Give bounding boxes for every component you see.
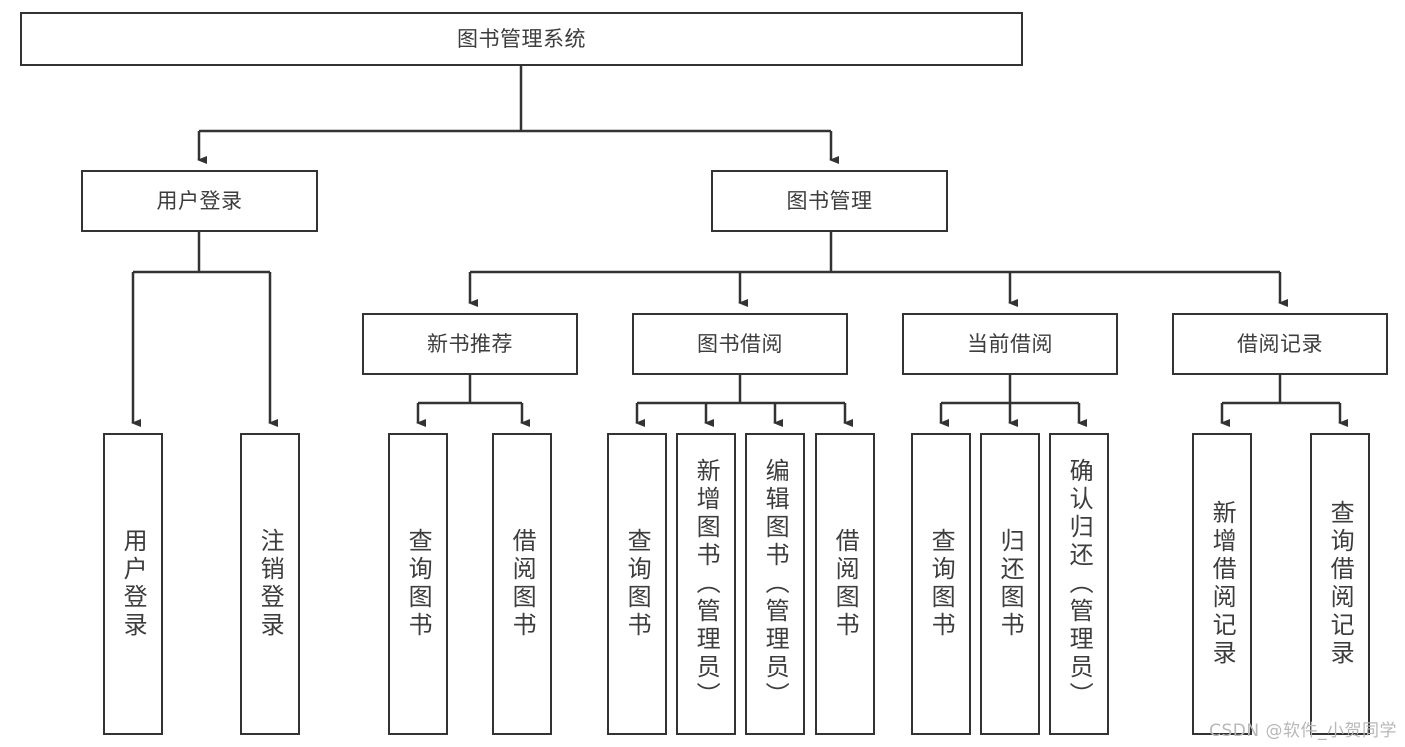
node-leaf-borrow-book-1[interactable]: 借阅图书 <box>492 433 552 735</box>
node-leaf-query-book-1-label: 查询图书 <box>404 528 433 640</box>
node-book-borrow-label: 图书借阅 <box>697 331 783 356</box>
node-leaf-add-book[interactable]: 新增图书（管理员） <box>676 433 736 735</box>
node-leaf-confirm-return-label: 确认归还（管理员） <box>1065 458 1094 710</box>
node-book-borrow[interactable]: 图书借阅 <box>632 313 848 375</box>
node-leaf-logout-login[interactable]: 注销登录 <box>240 433 300 735</box>
node-borrow-record-label: 借阅记录 <box>1237 331 1323 356</box>
node-current-borrow[interactable]: 当前借阅 <box>902 313 1118 375</box>
node-leaf-query-record-label: 查询借阅记录 <box>1326 500 1355 668</box>
node-leaf-query-book-2[interactable]: 查询图书 <box>607 433 667 735</box>
node-root[interactable]: 图书管理系统 <box>20 12 1023 66</box>
node-borrow-record[interactable]: 借阅记录 <box>1172 313 1388 375</box>
node-leaf-query-book-1[interactable]: 查询图书 <box>388 433 448 735</box>
node-leaf-add-record-label: 新增借阅记录 <box>1208 500 1237 668</box>
node-user-login-label: 用户登录 <box>156 188 243 213</box>
node-leaf-user-login-label: 用户登录 <box>119 528 148 640</box>
node-leaf-add-book-label: 新增图书（管理员） <box>692 458 721 710</box>
node-leaf-query-book-3[interactable]: 查询图书 <box>911 433 971 735</box>
node-leaf-user-login[interactable]: 用户登录 <box>103 433 163 735</box>
node-leaf-borrow-book-1-label: 借阅图书 <box>508 528 537 640</box>
node-leaf-query-book-3-label: 查询图书 <box>927 528 956 640</box>
node-leaf-logout-login-label: 注销登录 <box>256 528 285 640</box>
node-user-login[interactable]: 用户登录 <box>81 170 318 232</box>
node-leaf-edit-book[interactable]: 编辑图书（管理员） <box>745 433 805 735</box>
node-leaf-add-record[interactable]: 新增借阅记录 <box>1192 433 1252 735</box>
node-leaf-query-book-2-label: 查询图书 <box>623 528 652 640</box>
node-current-borrow-label: 当前借阅 <box>967 331 1053 356</box>
node-root-label: 图书管理系统 <box>457 26 586 51</box>
node-leaf-return-book-label: 归还图书 <box>996 528 1025 640</box>
node-book-management[interactable]: 图书管理 <box>711 170 948 232</box>
node-book-management-label: 图书管理 <box>786 188 873 213</box>
node-leaf-borrow-book-2-label: 借阅图书 <box>831 528 860 640</box>
csdn-watermark: CSDN @软件_小贺同学 <box>1209 721 1397 741</box>
node-leaf-borrow-book-2[interactable]: 借阅图书 <box>815 433 875 735</box>
node-leaf-return-book[interactable]: 归还图书 <box>980 433 1040 735</box>
node-leaf-query-record[interactable]: 查询借阅记录 <box>1310 433 1370 735</box>
node-leaf-confirm-return[interactable]: 确认归还（管理员） <box>1049 433 1109 735</box>
node-leaf-edit-book-label: 编辑图书（管理员） <box>761 458 790 710</box>
node-new-book-recommend-label: 新书推荐 <box>427 331 513 356</box>
node-new-book-recommend[interactable]: 新书推荐 <box>362 313 578 375</box>
